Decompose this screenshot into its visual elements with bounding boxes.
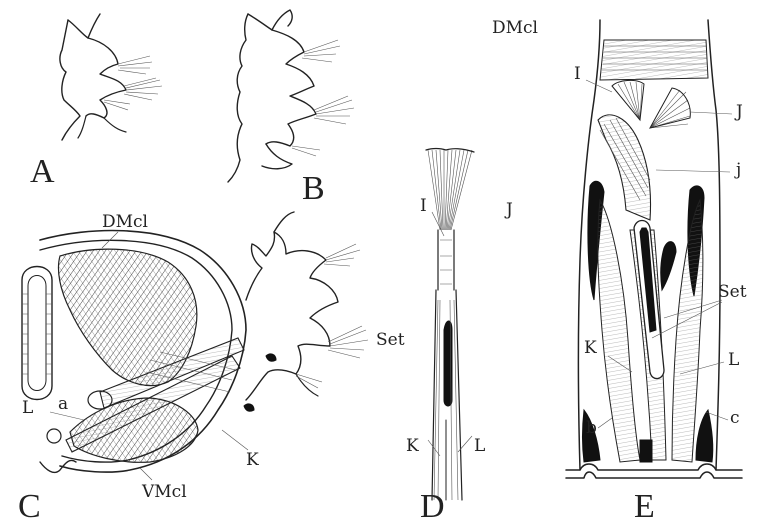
- label-e-i: I: [574, 66, 581, 83]
- label-e-j-upper: J: [736, 104, 743, 121]
- panel-b-drawing: [228, 10, 354, 182]
- label-c-l: L: [22, 400, 33, 417]
- panel-label-b: B: [302, 172, 325, 206]
- panel-label-a: A: [30, 155, 55, 189]
- label-e-set: Set: [718, 284, 747, 301]
- label-c-k: K: [246, 452, 259, 469]
- panel-label-c: C: [18, 490, 41, 524]
- label-d-l: L: [474, 438, 485, 455]
- label-d-set: Set: [376, 332, 405, 349]
- label-e-j-lower: j: [736, 162, 741, 179]
- panel-e-drawing: [566, 20, 742, 478]
- label-c-dmcl: DMcl: [102, 214, 148, 231]
- label-d-i: I: [420, 198, 427, 215]
- panel-d-drawing: [426, 149, 474, 501]
- label-e-c: c: [730, 410, 740, 427]
- label-e-l: L: [728, 352, 739, 369]
- panel-a-drawing: [60, 14, 162, 140]
- panel-c-drawing: [22, 212, 368, 480]
- label-d-j: J: [506, 202, 513, 219]
- label-d-k: K: [406, 438, 419, 455]
- panel-label-d: D: [420, 490, 445, 524]
- label-c-a: a: [58, 396, 68, 413]
- label-c-vmcl: VMcl: [142, 484, 187, 501]
- panel-label-e: E: [634, 490, 655, 524]
- label-e-k: K: [584, 340, 597, 357]
- label-e-b: b: [586, 420, 597, 437]
- label-e-dmcl: DMcl: [492, 20, 538, 37]
